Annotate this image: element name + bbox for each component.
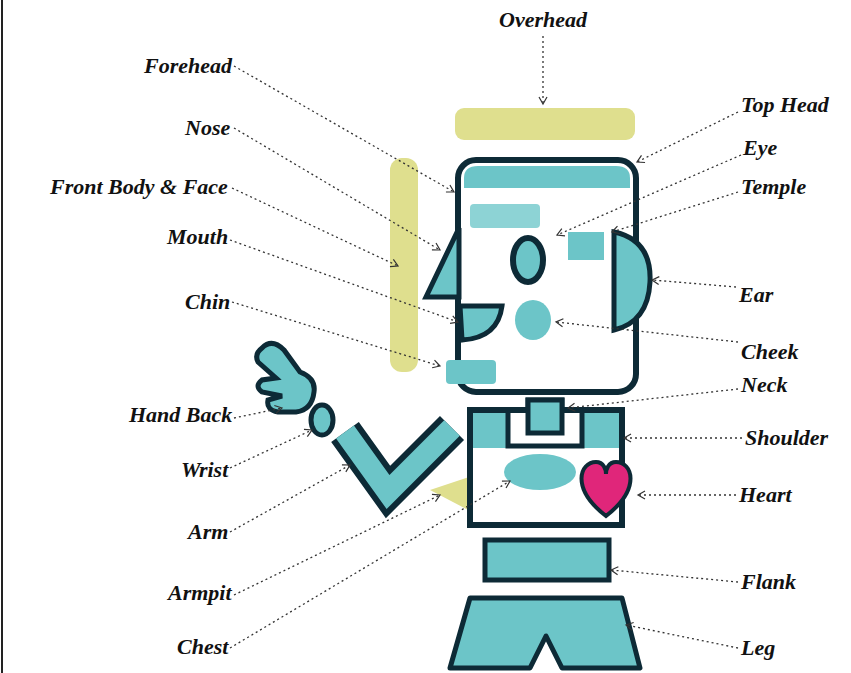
chin	[446, 360, 496, 384]
leader-line	[230, 240, 458, 322]
legs	[450, 598, 640, 668]
part-label: Wrist	[181, 458, 228, 482]
leader-line	[232, 302, 440, 366]
arm-outline	[345, 428, 452, 492]
leader-line	[542, 36, 543, 104]
leader-line	[626, 625, 738, 648]
part-label: Heart	[739, 483, 792, 507]
forehead-patch	[470, 204, 540, 228]
part-label: Arm	[188, 520, 228, 544]
leader-line	[234, 495, 440, 595]
part-label: Front Body & Face	[50, 175, 228, 199]
overhead-zone	[455, 108, 635, 140]
part-label: Hand Back	[129, 403, 232, 427]
head	[458, 160, 636, 392]
leader-line	[230, 465, 350, 532]
part-label: Nose	[185, 116, 230, 140]
leader-line	[232, 188, 398, 266]
leader-line	[230, 481, 510, 648]
temple-patch	[568, 232, 604, 260]
hand	[257, 343, 315, 412]
cheek	[515, 300, 551, 340]
part-label: Chin	[185, 290, 230, 314]
nose	[426, 228, 459, 297]
part-label: Neck	[741, 373, 787, 397]
part-label: Chest	[177, 635, 228, 659]
part-label: Overhead	[499, 8, 587, 32]
leader-line	[557, 155, 741, 235]
heart	[582, 462, 631, 516]
armpit-zone	[430, 476, 472, 512]
leader-line	[234, 66, 454, 192]
part-label: Shoulder	[745, 426, 828, 450]
part-label: Mouth	[167, 225, 228, 249]
leader-line	[612, 192, 738, 232]
part-label: Flank	[741, 570, 796, 594]
ear	[614, 232, 650, 330]
chest	[504, 454, 576, 490]
leader-line	[624, 437, 742, 438]
part-label: Armpit	[168, 581, 232, 605]
leader-line	[556, 322, 738, 342]
top-head-band	[464, 166, 630, 188]
part-label: Top Head	[741, 93, 829, 117]
arm	[345, 428, 452, 492]
part-label: Cheek	[741, 340, 798, 364]
eye	[513, 238, 543, 282]
part-label: Temple	[741, 175, 806, 199]
leader-line	[638, 494, 736, 495]
wrist	[311, 405, 333, 435]
leader-line	[230, 430, 312, 468]
leader-line	[234, 128, 440, 250]
neck	[528, 400, 562, 433]
leader-line	[611, 570, 738, 582]
leader-line	[568, 389, 738, 408]
frame-edge	[1, 0, 3, 673]
mouth	[460, 306, 502, 340]
flank	[485, 540, 609, 580]
leader-line	[637, 112, 738, 162]
front-zone	[390, 158, 418, 372]
leader-line	[652, 280, 736, 287]
leader-line	[234, 408, 282, 418]
part-label: Ear	[739, 283, 773, 307]
neck-front	[528, 400, 562, 433]
part-label: Forehead	[144, 54, 232, 78]
part-label: Eye	[743, 136, 777, 160]
part-label: Leg	[741, 636, 775, 660]
